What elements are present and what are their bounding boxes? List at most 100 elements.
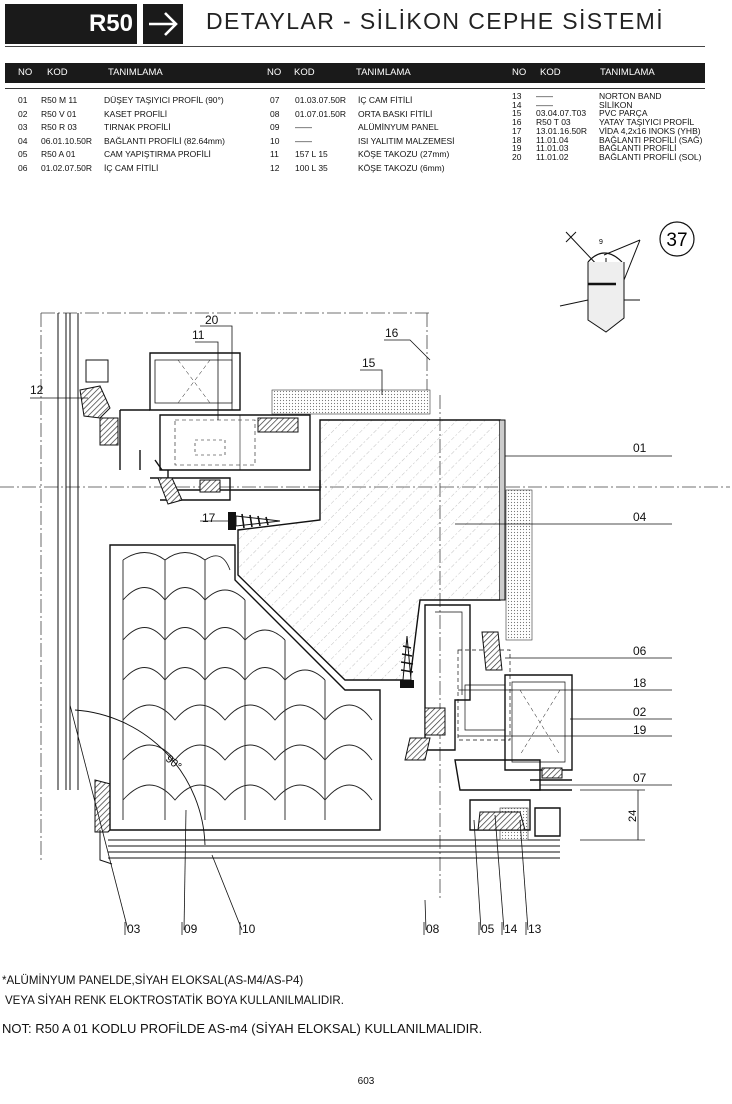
table-cell-no: 15 — [512, 108, 522, 119]
table-header-bar — [5, 63, 705, 83]
callout-01: 01 — [633, 441, 647, 455]
table-cell-no: 07 — [270, 95, 280, 105]
detail-number-circle — [659, 221, 695, 257]
detail-key-icon — [559, 231, 641, 333]
callout-15: 15 — [362, 356, 376, 370]
corner-block — [79, 385, 111, 419]
table-cell-no: 13 — [512, 91, 522, 101]
table-cell-no: 12 — [270, 162, 280, 173]
callout-13: 13 — [528, 922, 542, 936]
note-line-1: *ALÜMİNYUM PANELDE,SİYAH ELOKSAL(AS-M4/A… — [2, 975, 304, 987]
silicone-band — [505, 489, 533, 641]
table-cell-desc: NORTON BAND — [599, 91, 662, 101]
table-cell-desc: BAĞLANTI PROFİLİ (82.64mm) — [104, 135, 225, 146]
table-cell-code: 11.01.04 — [536, 134, 569, 145]
callout-08: 08 — [426, 922, 440, 936]
screw-icon — [228, 512, 281, 530]
table-cell-desc: BAĞLANTI PROFİLİ (SAĞ) — [599, 134, 703, 145]
table-cell-code: R50 V 01 — [41, 108, 77, 119]
header-badge — [5, 4, 137, 44]
column-header-code: KOD — [540, 67, 561, 78]
table-cell-desc: BAĞLANTI PROFİLİ (SOL) — [599, 151, 702, 162]
table-cell-desc: SİLİKON — [599, 99, 633, 110]
callout-03: 03 — [127, 922, 141, 936]
section-drawing: 37 9 — [0, 221, 730, 936]
table-cell-code: 11.01.02 — [536, 151, 569, 162]
table-cell-code: 03.04.07.T03 — [536, 108, 587, 119]
table-cell-desc: TIRNAK PROFİLİ — [104, 122, 171, 132]
table-cell-desc: ORTA BASKI FİTİLİ — [358, 108, 433, 119]
table-cell-desc: BAĞLANTI PROFİLİ — [599, 143, 677, 154]
table-cell-code: R50 A 01 — [41, 149, 76, 159]
table-cell-code: 13.01.16.50R — [536, 125, 588, 136]
table-cell-no: 03 — [18, 122, 28, 132]
table-cell-code: —— — [536, 91, 553, 101]
table-cell-desc: KÖŞE TAKOZU (6mm) — [358, 162, 445, 173]
callout-11: 11 — [192, 328, 205, 342]
callout-04: 04 — [633, 510, 647, 524]
column-header-desc: TANIMLAMA — [356, 67, 411, 78]
column-header-desc: TANIMLAMA — [108, 67, 163, 78]
aluminium-panel — [237, 419, 501, 681]
table-cell-code: R50 M 11 — [41, 95, 78, 105]
note-line-2: VEYA SİYAH RENK ELOKTROSTATİK BOYA KULLA… — [5, 995, 344, 1007]
table-cell-desc: PVC PARÇA — [599, 108, 648, 119]
table-cell-desc: DÜŞEY TAŞIYICI PROFİL (90°) — [104, 95, 224, 105]
column-header-no: NO — [512, 67, 527, 78]
callout-05: 05 — [481, 922, 495, 936]
callout-20: 20 — [205, 313, 219, 327]
table-cell-no: 09 — [270, 122, 280, 132]
callout-07: 07 — [633, 771, 647, 785]
table-cell-no: 08 — [270, 108, 280, 119]
callout-02: 02 — [633, 705, 647, 719]
glazing-unit-bottom — [99, 830, 560, 865]
glazing-unit-left — [57, 313, 109, 790]
column-header-no: NO — [267, 67, 282, 78]
table-cell-desc: KASET PROFİLİ — [104, 108, 168, 119]
table-divider — [5, 88, 705, 89]
table-cell-no: 20 — [512, 151, 522, 162]
leader-lines — [30, 325, 672, 931]
detail-number: 37 — [666, 230, 687, 251]
table-cell-code: R50 T 03 — [536, 117, 571, 128]
table-cell-desc: YATAY TAŞIYICI PROFİL — [599, 117, 695, 128]
table-cell-code: —— — [536, 99, 553, 110]
table-cell-desc: CAM YAPIŞTIRMA PROFİLİ — [104, 149, 211, 159]
dimension-line — [580, 789, 645, 841]
page-number: 603 — [357, 1076, 375, 1087]
table-cell-no: 14 — [512, 99, 522, 110]
small-angle-label: 9 — [599, 239, 603, 246]
table-cell-code: 01.03.07.50R — [295, 95, 347, 105]
note-line-3: NOT: R50 A 01 KODLU PROFİLDE AS-m4 (SİYA… — [2, 1021, 483, 1036]
insulation-fill — [122, 552, 373, 820]
callout-09: 09 — [184, 922, 198, 936]
table-cell-no: 05 — [18, 149, 28, 159]
page-title: DETAYLAR - SİLİKON CEPHE SİSTEMİ — [206, 8, 665, 34]
table-cell-desc: ISI YALITIM MALZEMESİ — [358, 135, 455, 146]
table-cell-desc: ALÜMİNYUM PANEL — [358, 122, 439, 132]
table-cell-code: 06.01.10.50R — [41, 135, 93, 146]
column-header-no: NO — [18, 67, 33, 78]
column-header-code: KOD — [294, 67, 315, 78]
callout-12: 12 — [30, 383, 44, 397]
column-header-code: KOD — [47, 67, 68, 78]
table-cell-no: 19 — [512, 143, 522, 154]
table-cell-code: 11.01.03 — [536, 143, 569, 154]
callout-16: 16 — [385, 326, 399, 340]
header-divider — [5, 46, 705, 47]
callout-10: 10 — [242, 922, 256, 936]
series-code: R50 — [88, 10, 133, 37]
table-cell-no: 11 — [270, 149, 279, 159]
table-cell-code: —— — [295, 135, 312, 146]
callout-14: 14 — [504, 922, 518, 936]
table-cell-code: R50 R 03 — [41, 122, 77, 132]
column-header-desc: TANIMLAMA — [600, 67, 655, 78]
table-cell-code: —— — [295, 122, 312, 132]
callout-19: 19 — [633, 723, 647, 737]
pvc-part — [271, 389, 431, 415]
table-cell-desc: İÇ CAM FİTİLİ — [358, 95, 413, 105]
table-cell-code: 01.02.07.50R — [41, 162, 93, 173]
arrow-right-icon — [143, 4, 183, 44]
table-cell-no: 18 — [512, 134, 522, 145]
table-cell-code: 01.07.01.50R — [295, 108, 347, 119]
